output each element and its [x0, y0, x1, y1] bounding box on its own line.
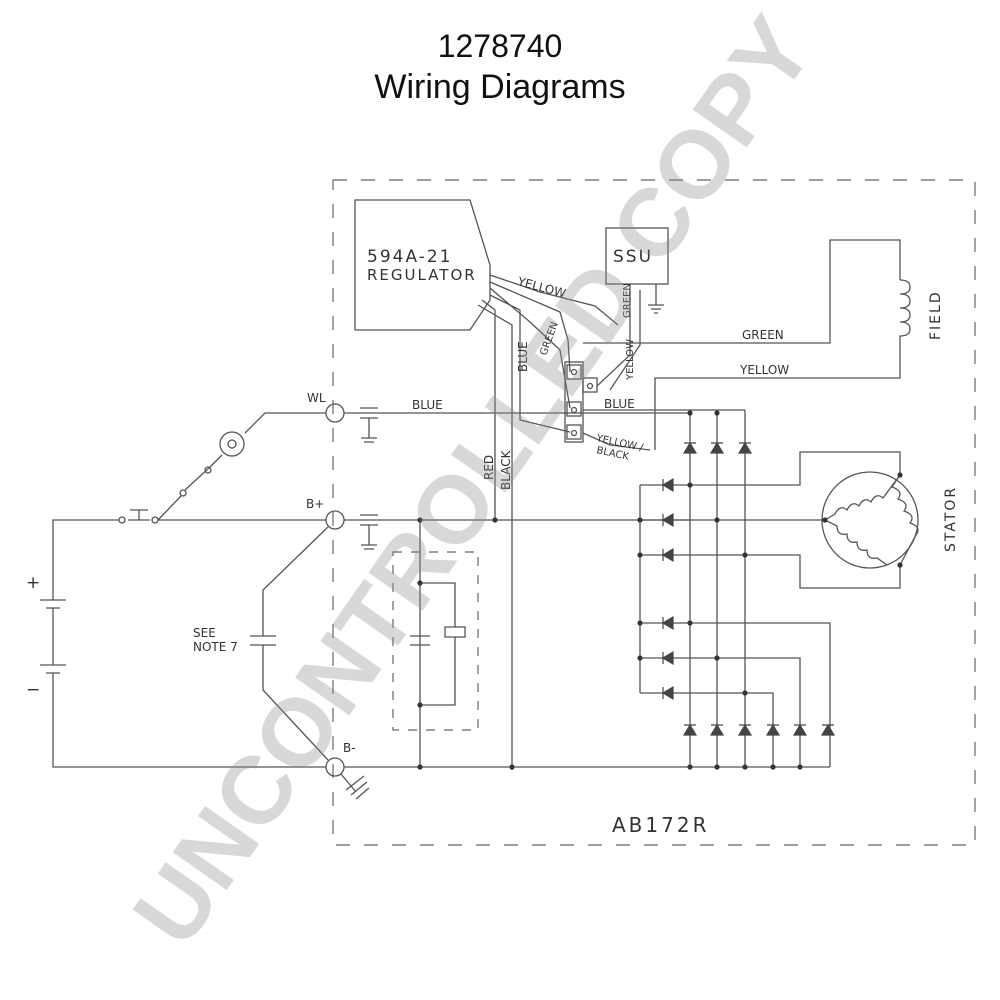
page-title: Wiring Diagrams [374, 68, 626, 106]
diode-icon [661, 547, 674, 563]
junction-dot [417, 764, 423, 770]
battery-minus-label: − [26, 680, 42, 700]
diode-icon [661, 650, 674, 666]
regulator-block: 594A-21 REGULATOR [354, 199, 491, 331]
junction-dot [687, 482, 693, 488]
part-number-title: 1278740 [437, 28, 563, 64]
see-label: SEE [193, 626, 216, 640]
diode-icon [661, 685, 674, 701]
junction-dot [797, 764, 803, 770]
junction-dot [637, 620, 643, 626]
junction-dot [714, 517, 720, 523]
diode-icon [682, 723, 698, 736]
junction-dot [637, 552, 643, 558]
ssu-block: SSU [605, 227, 669, 320]
diode-icon [737, 723, 753, 736]
field-circuit: GREEN YELLOW FIELD [583, 239, 944, 450]
diode-array [661, 441, 836, 736]
note7-capacitor: SEE NOTE 7 [193, 526, 329, 761]
diode-icon [661, 615, 674, 631]
wire-label-green-field: GREEN [742, 328, 784, 342]
note7-label: NOTE 7 [193, 640, 238, 654]
wire-label-blue-reg: BLUE [516, 341, 530, 372]
diode-icon [737, 441, 753, 454]
junction-dot [714, 410, 720, 416]
junction-dot [687, 764, 693, 770]
junction-dot [417, 517, 423, 523]
junction-dot [897, 562, 903, 568]
b-minus-circuit: B- [325, 741, 830, 800]
junction-dot [637, 517, 643, 523]
regulator-label-1: 594A-21 [367, 247, 452, 267]
wire-label-red: RED [482, 455, 496, 480]
wl-circuit: WL BLUE [157, 391, 690, 521]
wire-label-yellow-ssu: YELLOW [625, 339, 636, 381]
diode-icon [709, 723, 725, 736]
ignition-switch [128, 509, 150, 521]
b-minus-label: B- [343, 741, 356, 755]
b-plus-terminal [325, 510, 345, 530]
battery-top-cell [40, 599, 66, 609]
enclosure-dashed-border [332, 179, 976, 846]
b-plus-circuit: B+ + − [26, 497, 690, 768]
rectifier-bus [639, 410, 901, 767]
warning-lamp-icon [219, 431, 245, 457]
diode-icon [682, 441, 698, 454]
junction-dots [417, 410, 903, 770]
junction-dot [742, 764, 748, 770]
wl-terminal [325, 403, 345, 423]
diode-icon [661, 477, 674, 493]
watermark-text: UNCONTROLLED COPY [113, 0, 834, 964]
field-label: FIELD [928, 290, 944, 340]
diode-icon [709, 441, 725, 454]
stator-label: STATOR [943, 486, 959, 552]
junction-dot [509, 764, 515, 770]
junction-dot [714, 655, 720, 661]
wire-label-black: BLACK [499, 449, 513, 490]
stator: STATOR [821, 471, 959, 569]
battery-bottom-cell [40, 664, 66, 674]
junction-dot [687, 410, 693, 416]
junction-dot [417, 580, 423, 586]
model-code-label: AB172R [612, 813, 709, 837]
junction-dot [687, 620, 693, 626]
field-coil [899, 279, 911, 340]
ssu-label: SSU [613, 247, 653, 267]
junction-dot [742, 690, 748, 696]
wire-label-blue-conn: BLUE [604, 397, 635, 411]
wl-label: WL [307, 391, 326, 405]
diode-icon [661, 512, 674, 528]
battery-plus-label: + [26, 573, 42, 593]
wire-label-green-ssu: GREEN [622, 283, 633, 318]
junction-dot [714, 764, 720, 770]
suppression-network [392, 520, 479, 767]
wire-label-yellow-field: YELLOW [739, 363, 789, 377]
b-plus-label: B+ [306, 497, 324, 511]
diode-icon [765, 723, 781, 736]
junction-dot [822, 517, 828, 523]
junction-dot [637, 655, 643, 661]
junction-dot [770, 764, 776, 770]
stator-circle [821, 471, 919, 569]
junction-dot [492, 517, 498, 523]
junction-dot [742, 552, 748, 558]
junction-dot [897, 472, 903, 478]
wire-label-blue-wl: BLUE [412, 398, 443, 412]
regulator-label-2: REGULATOR [367, 266, 477, 284]
diode-icon [792, 723, 808, 736]
junction-dot [417, 702, 423, 708]
diode-icon [820, 723, 836, 736]
